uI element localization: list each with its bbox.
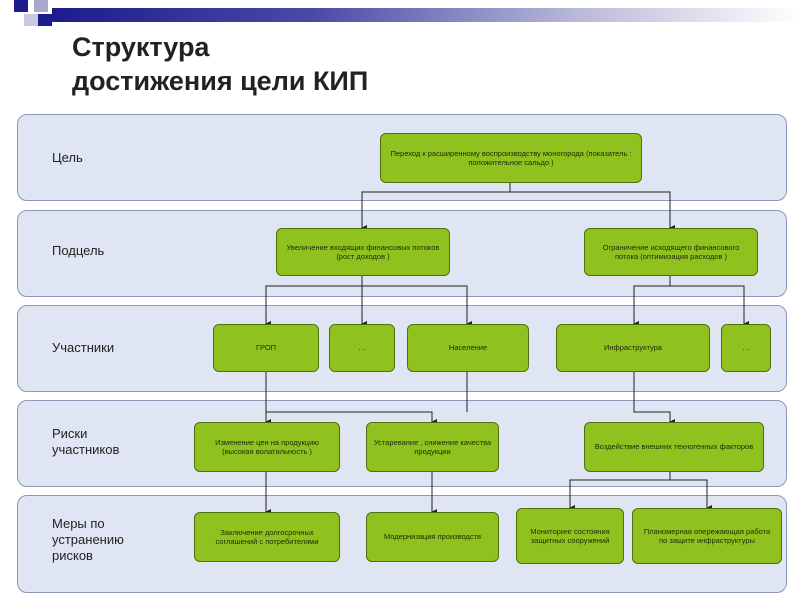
connector-line [266, 411, 437, 425]
band-label-participants: Участники [52, 340, 115, 355]
slide-title: Структура достижения цели КИП [72, 30, 368, 98]
node-risk-price[interactable]: Изменение цен на продукцию (высокая вола… [194, 422, 340, 472]
title-bar-square [38, 14, 52, 26]
slide-title-line1: Структура [72, 32, 210, 62]
connector-line [633, 276, 671, 327]
connector-line [633, 372, 675, 425]
node-subgoal-income[interactable]: Увеличение входящих финансовых потоков (… [276, 228, 450, 276]
node-participant-other-2[interactable]: … [721, 324, 771, 372]
title-bar-gradient [52, 8, 800, 22]
band-label-goal: Цель [52, 150, 83, 165]
title-bar-square [34, 0, 48, 12]
node-subgoal-expense[interactable]: Ограничение исходящего финансового поток… [584, 228, 758, 276]
connector-line [361, 183, 511, 231]
node-participant-population[interactable]: Население [407, 324, 529, 372]
band-label-measures: Меры по устранению рисков [52, 516, 124, 563]
title-bar-square [14, 0, 28, 12]
title-bar [0, 0, 800, 26]
band-label-risks: Риски участников [52, 426, 120, 457]
node-participant-other-1[interactable]: … [329, 324, 395, 372]
node-participant-infrastructure[interactable]: Инфраструктура [556, 324, 710, 372]
node-goal[interactable]: Переход к расширенному воспроизводству м… [380, 133, 642, 183]
connector-line [670, 285, 749, 327]
node-risk-obsolete[interactable]: Устаревание , снижение качества продукци… [366, 422, 499, 472]
node-measure-monitoring[interactable]: Мониторинг состояния защитных сооружений [516, 508, 624, 564]
connector-line [362, 285, 472, 327]
node-measure-planned[interactable]: Планомерная опережающая работа по защите… [632, 508, 782, 564]
connector-line [569, 472, 671, 511]
band-label-subgoal: Подцель [52, 243, 105, 258]
node-participant-grop[interactable]: ГРОП [213, 324, 319, 372]
slide-title-line2: достижения цели КИП [72, 66, 369, 96]
title-bar-square [24, 14, 38, 26]
connector-line [510, 191, 675, 231]
node-risk-external[interactable]: Воздействие внешних техногенных факторов [584, 422, 764, 472]
node-measure-contracts[interactable]: Заключение долгосрочных соглашений с пот… [194, 512, 340, 562]
node-measure-modernization[interactable]: Модернизация производств [366, 512, 499, 562]
connector-line [265, 276, 363, 327]
connector-line [670, 479, 712, 511]
